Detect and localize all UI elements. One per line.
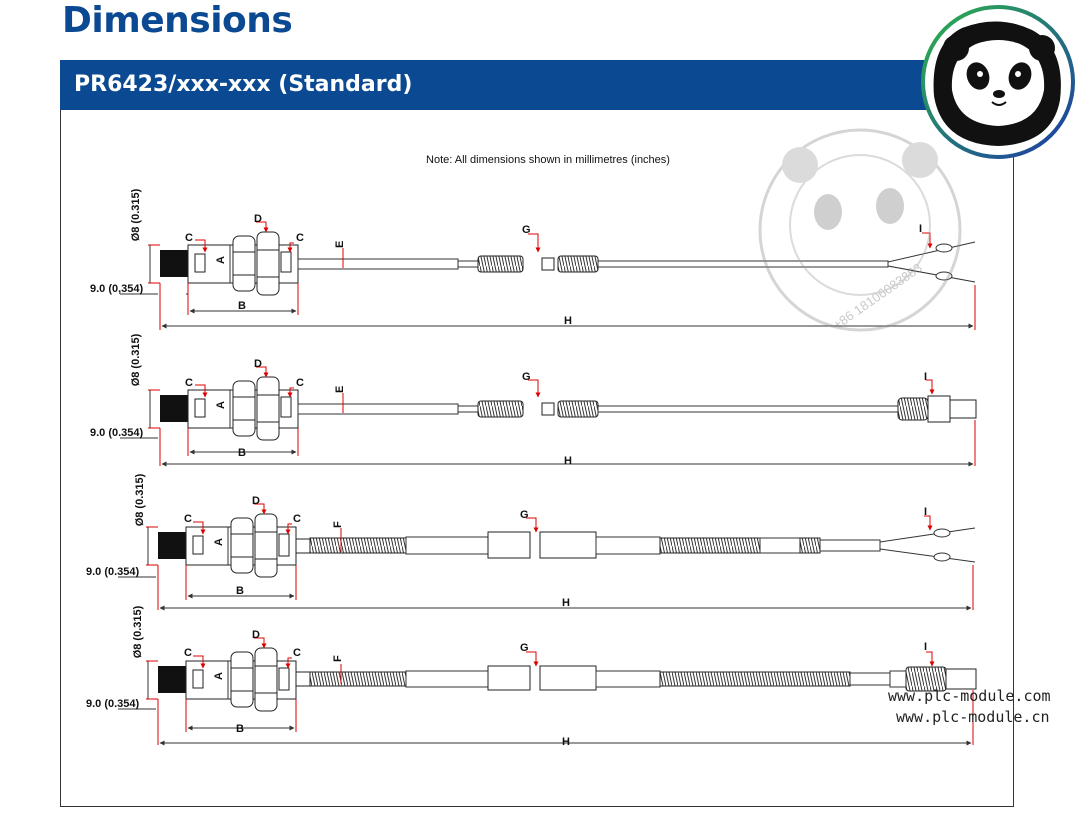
nut-2 [256,231,280,296]
label-c-4b: C [293,647,301,659]
label-diameter-3: Ø8 (0.315) [134,473,146,526]
end-connector-2 [897,397,929,421]
label-f-4: F [332,655,344,662]
label-c-2b: C [296,377,304,389]
label-b-1: B [238,300,246,312]
section-banner [60,60,1014,110]
label-diameter-2: Ø8 (0.315) [130,333,142,386]
label-e-1: E [334,241,346,248]
label-g-3: G [520,509,529,521]
label-i-3: I [924,506,927,518]
label-tip-length-3: 9.0 (0.354) [86,566,140,578]
label-tip-length-2: 9.0 (0.354) [90,427,144,439]
label-c-4: C [184,647,192,659]
label-a-1: A [215,256,227,264]
note-text: Note: All dimensions shown in millimetre… [426,154,670,166]
label-g-2: G [522,371,531,383]
label-b-4: B [236,723,244,735]
label-d-4: D [252,629,260,641]
label-d-3: D [252,495,260,507]
label-tip-length-4: 9.0 (0.354) [86,698,140,710]
label-diameter-4: Ø8 (0.315) [132,605,144,658]
label-c-1b: C [296,232,304,244]
label-h-2: H [564,455,572,467]
label-f-3: F [332,521,344,528]
section-title: PR6423/xxx-xxx (Standard) [74,72,413,97]
label-i-1: I [919,223,922,235]
label-tip-length-1: 9.0 (0,354) [90,283,144,295]
armor-cable-f-3 [309,537,407,554]
label-b-2: B [238,447,246,459]
label-a-3: A [213,538,225,546]
label-h-1: H [564,315,572,327]
label-h-3: H [562,597,570,609]
connector-g-right [557,255,599,273]
cable-e [297,258,459,270]
label-i-2: I [924,371,927,383]
page-heading: Dimensions [62,0,293,41]
drawing-row-1: Ø8 (0.315) 9.0 (0,354) C D C A E G I B H [90,188,976,330]
label-i-4: I [924,641,927,653]
label-c-3b: C [293,513,301,525]
label-a-4: A [213,672,225,680]
watermark-site-cn: www.plc-module.cn [896,708,1050,726]
drawing-row-3: Ø8 (0.315) 9.0 (0.354) C D C A F G I B H [86,473,976,611]
label-d-2: D [254,358,262,370]
watermark-panda: +86 18106083883 [758,128,962,333]
label-diameter-1: Ø8 (0.315) [130,188,142,241]
label-d-1: D [254,213,262,225]
label-a-2: A [215,401,227,409]
connector-g-left [477,255,524,273]
label-e-2: E [334,386,346,393]
watermark-site-com: www.plc-module.com [888,687,1051,705]
label-b-3: B [236,585,244,597]
drawing-row-2: Ø8 (0.315) 9.0 (0.354) C D C A E G I B H [90,333,977,467]
label-c-2: C [185,377,193,389]
nut-1 [232,235,256,292]
watermark-phone: +86 18106083883 [830,260,925,333]
label-g-1: G [522,224,531,236]
sensor-tip [160,250,188,277]
label-c-1: C [185,232,193,244]
label-c-3: C [184,513,192,525]
panda-logo [921,5,1075,159]
label-g-4: G [520,642,529,654]
drawing-row-4: Ø8 (0.315) 9.0 (0.354) C D C A F G I B H [86,605,977,748]
label-h-4: H [562,736,570,748]
